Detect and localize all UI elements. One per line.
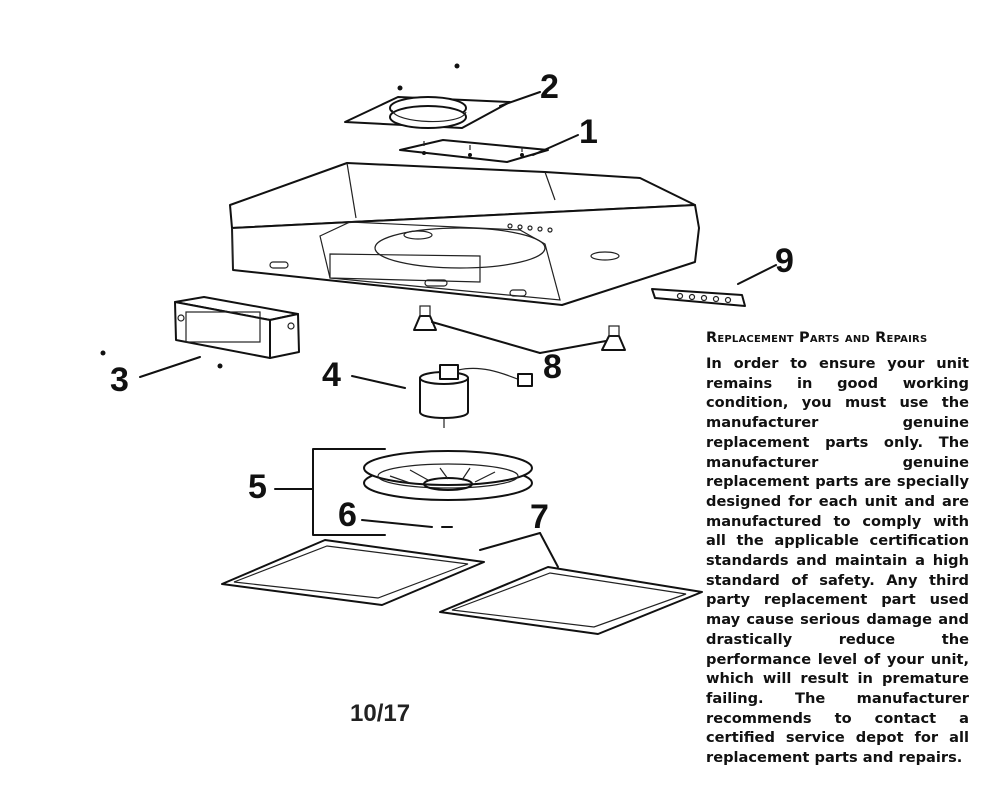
callout-5: 5 — [248, 468, 267, 506]
mounting-plate-icon — [399, 139, 549, 163]
section-body: In order to ensure your unit remains in … — [706, 355, 969, 767]
switch-board-icon — [651, 288, 746, 307]
blower-wheel-icon — [363, 450, 533, 501]
bulb-icon — [413, 305, 626, 351]
callout-7: 7 — [530, 498, 549, 536]
callout-9: 9 — [775, 242, 794, 280]
range-hood-body — [229, 162, 700, 306]
page-number: 10/17 — [350, 700, 411, 727]
callout-2: 2 — [540, 68, 559, 106]
duct-collar-icon — [344, 63, 511, 129]
callout-8: 8 — [543, 348, 562, 386]
callout-1: 1 — [579, 113, 598, 151]
section-title: Replacement Parts and Repairs — [706, 330, 928, 346]
grease-filter-icon — [221, 539, 703, 635]
leader-lines — [139, 91, 777, 568]
light-housing-icon — [100, 296, 300, 369]
motor-icon — [419, 364, 533, 428]
callout-4: 4 — [322, 356, 341, 394]
callout-6: 6 — [338, 496, 357, 534]
callout-3: 3 — [110, 361, 129, 399]
replacement-parts-section: Replacement Parts and Repairs In order t… — [706, 330, 969, 768]
